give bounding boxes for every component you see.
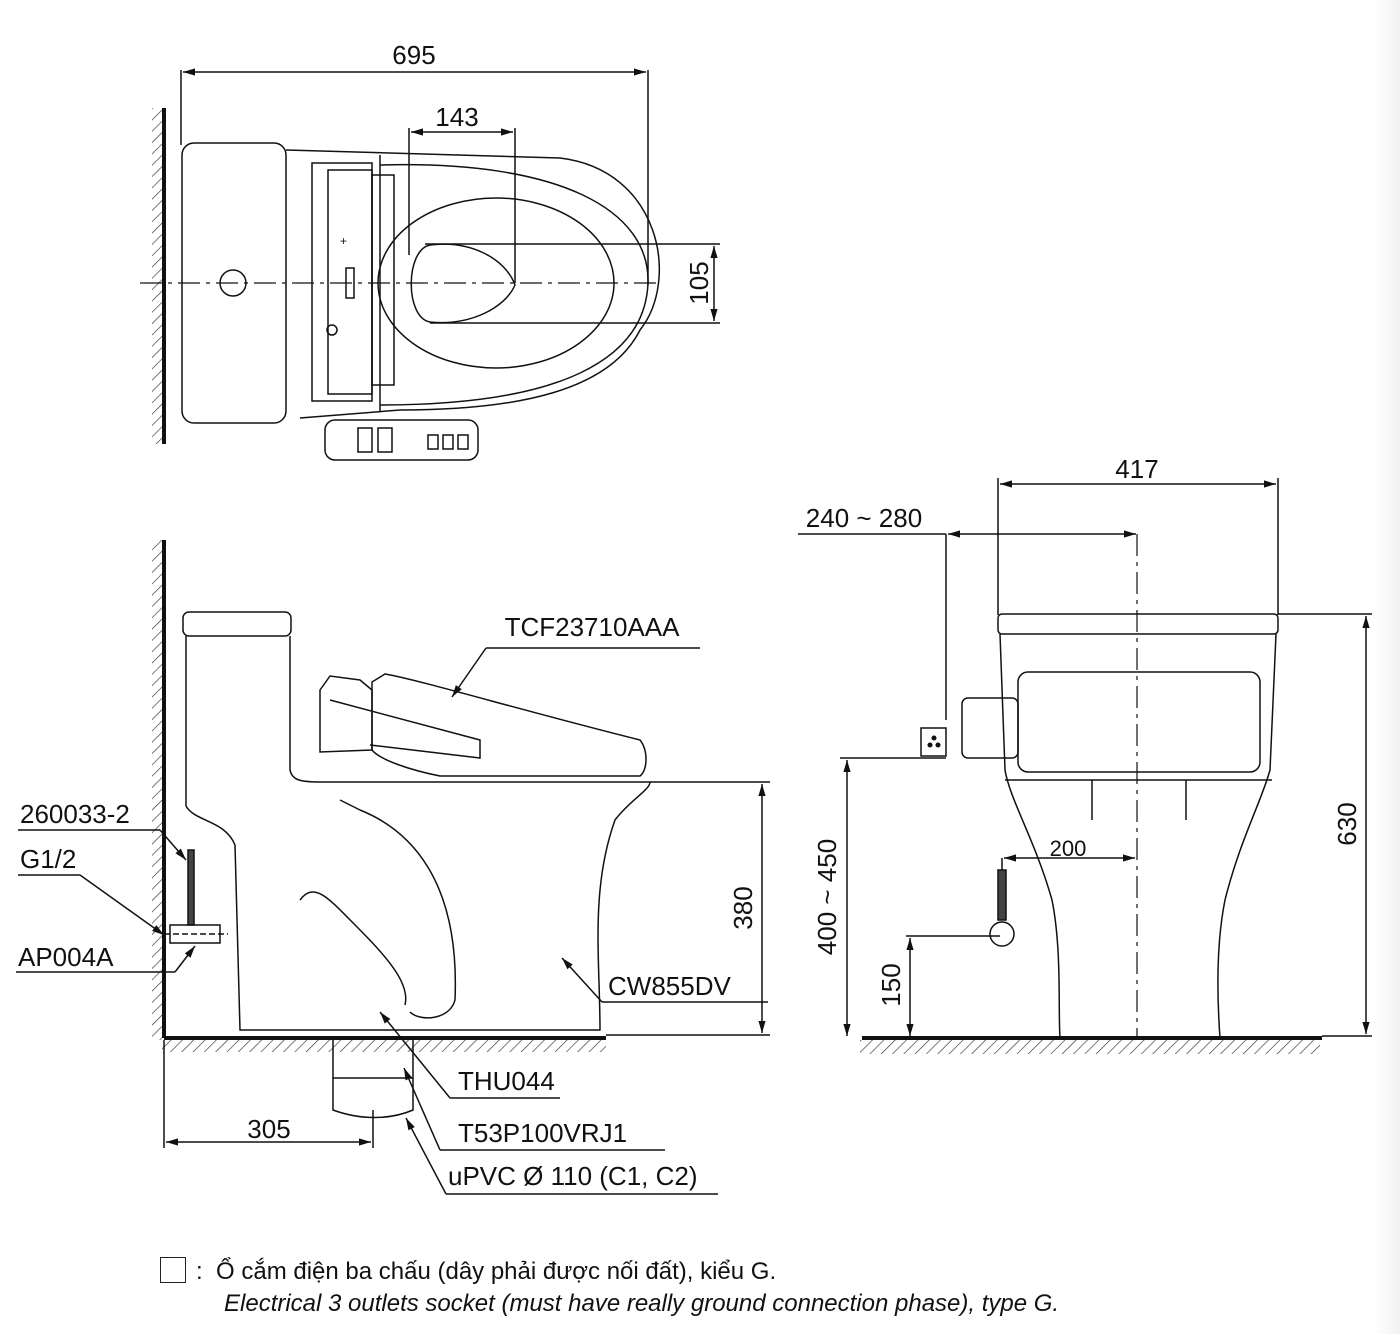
side-view: TCF23710AAA 260033-2 G1/2 AP004A 380 CW8… (16, 540, 770, 1195)
legend-separator: : (196, 1258, 203, 1285)
dim-105: 105 (684, 261, 714, 304)
remote-control-icon (324, 419, 479, 461)
dim-150: 150 (876, 963, 906, 1006)
label-connector-part: T53P100VRJ1 (458, 1118, 627, 1148)
label-pipe-spec: uPVC Ø 110 (C1, C2) (448, 1161, 698, 1191)
legend-line-vi: : Ổ cắm điện ba chấu (dây phải được nối … (160, 1256, 1059, 1288)
label-hose-part: 260033-2 (20, 799, 130, 829)
dim-305: 305 (247, 1114, 290, 1144)
page-edge-shadow (1374, 0, 1400, 1334)
label-valve-part: AP004A (18, 942, 114, 972)
dim-630: 630 (1332, 802, 1362, 845)
label-flange-part: THU044 (458, 1066, 555, 1096)
dim-240-280: 240 ~ 280 (806, 503, 922, 533)
dim-380: 380 (728, 886, 758, 929)
socket-icon (160, 1256, 186, 1283)
legend-text-vi: Ổ cắm điện ba chấu (dây phải được nối đấ… (216, 1258, 777, 1285)
dim-695: 695 (392, 40, 435, 70)
label-seat-model: TCF23710AAA (505, 612, 681, 642)
svg-text:+: + (340, 234, 347, 248)
legend-text-en: Electrical 3 outlets socket (must have r… (224, 1290, 1060, 1317)
legend: : Ổ cắm điện ba chấu (dây phải được nối … (160, 1256, 1059, 1320)
top-view: 695 + 143 105 (140, 40, 720, 461)
dim-143: 143 (435, 102, 478, 132)
dim-200: 200 (1050, 836, 1087, 861)
label-thread-spec: G1/2 (20, 844, 76, 874)
label-bowl-model: CW855DV (608, 971, 731, 1001)
dim-417: 417 (1115, 454, 1158, 484)
socket-icon (920, 727, 947, 757)
dim-400-450: 400 ~ 450 (812, 839, 842, 955)
front-view: 417 240 ~ 280 400 ~ 450 200 150 (798, 454, 1372, 1054)
